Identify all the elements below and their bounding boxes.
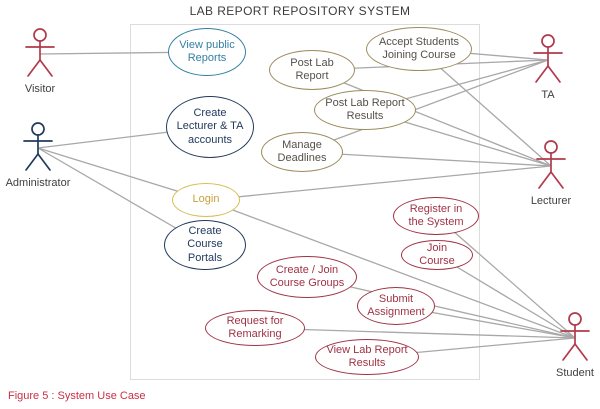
actor-label: Visitor [24,83,56,95]
usecase-label: Manage Deadlines [277,138,327,164]
actor-label: Administrator [5,177,71,189]
person-icon [25,28,55,77]
actor-student: Student [545,312,600,379]
usecase-label: Join Course [419,241,455,267]
usecase-label: Post Lab Report [290,56,334,82]
usecase-label: Post Lab Report Results [325,96,405,122]
usecase-label: Create Lecturer & TA accounts [176,107,244,146]
usecase-label: Create Course Portals [187,225,223,264]
actor-visitor: Visitor [8,28,72,95]
person-icon [23,122,53,171]
uc-login: Login [172,183,240,217]
actor-lecturer: Lecturer [519,140,583,207]
uc-accept-students: Accept Students Joining Course [366,27,472,71]
uc-request-remarking: Request for Remarking [205,310,305,346]
uc-view-lab-report-results: View Lab Report Results [315,339,419,375]
uc-post-lab-report-results: Post Lab Report Results [314,90,416,130]
uc-register-system: Register in the System [393,197,479,235]
usecase-label: Accept Students Joining Course [378,35,460,61]
actor-label: Lecturer [530,195,572,207]
uc-manage-deadlines: Manage Deadlines [261,132,343,172]
usecase-label: Submit Assignment [367,292,425,318]
uc-post-lab-report: Post Lab Report [269,50,355,90]
usecase-label: Request for Remarking [226,314,284,340]
figure-caption: Figure 5 : System Use Case [8,390,146,402]
actor-ta: TA [516,34,580,101]
uc-create-course-portals: Create Course Portals [164,220,246,270]
diagram-title: LAB REPORT REPOSITORY SYSTEM [189,4,411,18]
person-icon [536,140,566,189]
uc-create-join-groups: Create / Join Course Groups [257,256,357,298]
usecase-label: View Lab Report Results [326,343,408,369]
usecase-label: Login [192,193,220,206]
usecase-label: Create / Join Course Groups [269,263,345,289]
person-icon [560,312,590,361]
actor-administrator: Administrator [0,122,76,189]
actor-label: Student [556,367,594,379]
actor-label: TA [541,89,555,101]
usecase-label: View public Reports [179,38,235,64]
uc-view-public-reports: View public Reports [168,28,246,76]
usecase-label: Register in the System [408,202,464,228]
uc-submit-assignment: Submit Assignment [357,287,435,325]
person-icon [533,34,563,83]
uc-join-course: Join Course [401,240,473,270]
uc-create-lecturer-ta: Create Lecturer & TA accounts [166,96,254,158]
